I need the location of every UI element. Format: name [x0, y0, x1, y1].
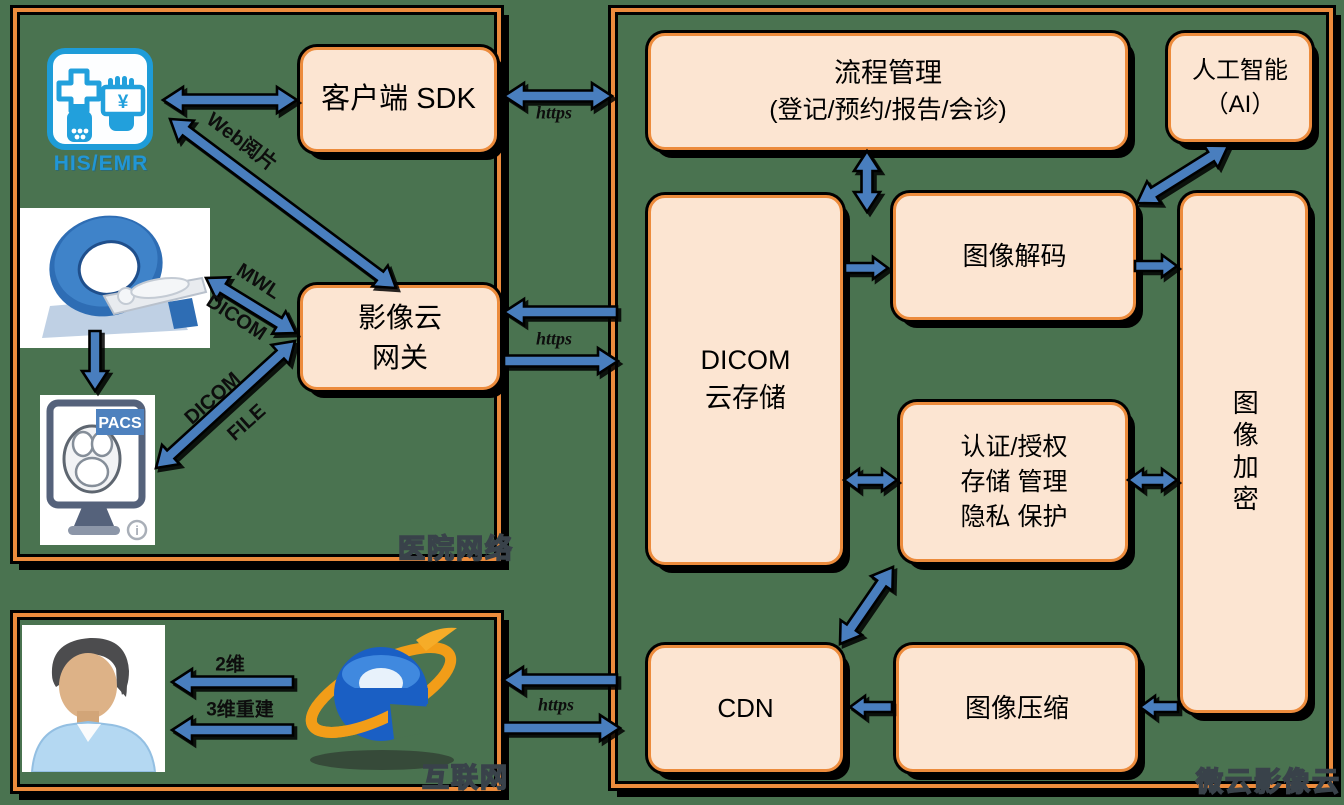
edge-label-2d: 2维 [215, 654, 245, 676]
edge-label-https-middle: https [535, 328, 573, 349]
info-icon [126, 519, 148, 541]
hair [51, 637, 129, 695]
pacs-workstation-image: PACS i [40, 395, 155, 545]
hand-icon [109, 114, 134, 131]
user-image [22, 625, 165, 772]
yen-symbol: ¥ [118, 92, 129, 113]
arrow-cloud-gateway [501, 296, 619, 328]
face [59, 653, 117, 719]
node-image-compress: 图像压缩 [896, 645, 1138, 772]
pacs-tag [96, 409, 144, 435]
edge-label-3d: 3维重建 [206, 699, 274, 721]
node-image-decode: 图像解码 [893, 193, 1136, 320]
node-dicom-storage: DICOM 云存储 [648, 195, 843, 565]
his-emr-label: HIS/EMR [53, 152, 149, 175]
edge-label-https-bottom: https [537, 694, 575, 715]
node-auth: 认证/授权 存储 管理 隐私 保护 [900, 402, 1128, 562]
ct-scanner-image [20, 208, 210, 348]
ie-browser-logo [305, 627, 457, 770]
arrow-gateway-cloud [502, 345, 621, 377]
hospital-network-region [10, 5, 504, 564]
region-label-weiyun-cloud: 微云影像云 [1195, 766, 1341, 798]
arrow-cdn-internet [500, 664, 619, 696]
node-imaging-gateway: 影像云 网关 [300, 285, 500, 390]
shoulders [30, 720, 157, 772]
his-emr-icon: ¥ [47, 48, 153, 150]
pill-bottle-icon [67, 111, 92, 142]
medical-cross-icon [56, 68, 102, 114]
internet-region [10, 610, 504, 794]
node-client-sdk: 客户端 SDK [300, 47, 497, 152]
svg-text:i: i [135, 523, 139, 538]
region-label-hospital-network: 医院网络 [397, 533, 514, 565]
pacs-tag-label: PACS [98, 415, 142, 432]
arrow-internet-cdn [501, 712, 623, 744]
region-label-internet: 互联网 [421, 762, 509, 794]
node-cdn: CDN [648, 645, 843, 772]
edge-label-https-top: https [535, 102, 573, 123]
node-ai: 人工智能 （AI） [1168, 33, 1312, 142]
node-workflow: 流程管理 (登记/预约/报告/会诊) [648, 33, 1128, 150]
node-image-encrypt: 图像加密 [1180, 193, 1308, 713]
weiyun-cloud-region [608, 5, 1336, 791]
